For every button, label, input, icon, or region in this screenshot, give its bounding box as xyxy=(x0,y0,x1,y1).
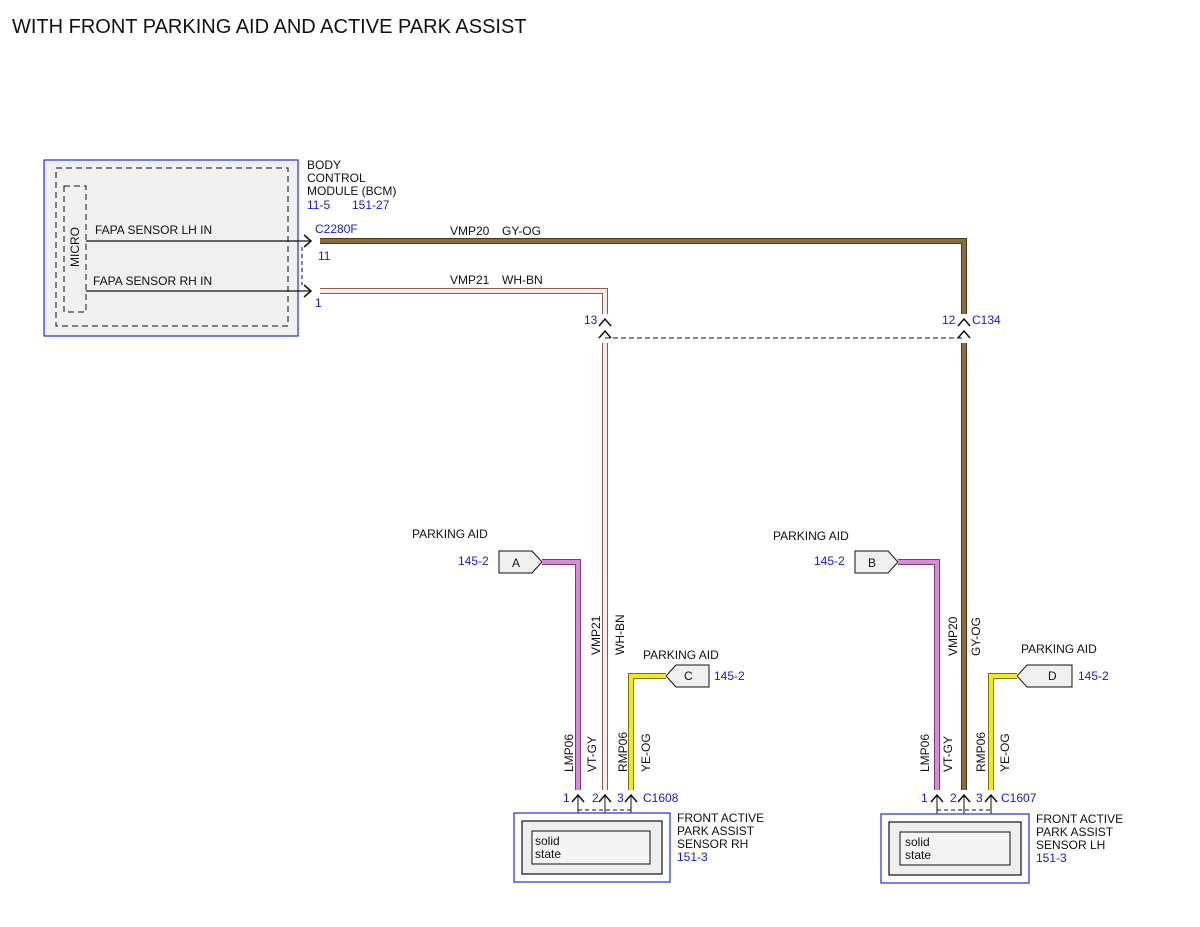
c134-label[interactable]: C134 xyxy=(972,313,1001,327)
bcm-ref-1[interactable]: 11-5 xyxy=(307,198,330,212)
vmp20-vertical-label: VMP20 xyxy=(946,616,960,656)
c134-pin-13-top-icon xyxy=(598,317,612,327)
sensor-rh-name-line2: PARK ASSIST xyxy=(677,824,755,838)
signal-label-lh: FAPA SENSOR LH IN xyxy=(95,223,212,237)
c1607-pin-2: 2 xyxy=(950,791,957,805)
c1608-label[interactable]: C1608 xyxy=(643,791,679,805)
sensor-lh-name-line2: PARK ASSIST xyxy=(1036,825,1114,839)
sensor-lh-inner-line2: state xyxy=(905,848,931,862)
sensor-lh-name-line3: SENSOR LH xyxy=(1036,838,1105,852)
c1607-label[interactable]: C1607 xyxy=(1001,791,1037,805)
c2280f-pin-11: 11 xyxy=(318,249,331,263)
c2280f-pin-1-icon xyxy=(303,284,313,298)
sensor-rh-inner-line2: state xyxy=(535,847,561,861)
wire-vmp20-gy-og[interactable] xyxy=(320,238,967,790)
parking-aid-a-label: PARKING AID xyxy=(412,527,488,541)
parking-aid-d-label: PARKING AID xyxy=(1021,642,1097,656)
c1608-pin-3: 3 xyxy=(617,791,624,805)
parking-aid-d-letter: D xyxy=(1048,669,1057,683)
sensor-rh-ref[interactable]: 151-3 xyxy=(677,850,708,864)
wire-vmp20-color: GY-OG xyxy=(502,224,541,238)
c2280f-pin-1: 1 xyxy=(315,296,322,310)
c134-pin-13: 13 xyxy=(584,313,598,327)
parking-aid-b-connector-icon[interactable] xyxy=(854,550,899,574)
rh-rmp06-label: RMP06 xyxy=(616,732,630,772)
vmp21-vertical-label: VMP21 xyxy=(589,615,603,655)
bcm-name-line3: MODULE (BCM) xyxy=(307,184,396,198)
wire-lh-lmp06-vt-gy[interactable] xyxy=(898,559,940,790)
lh-lmp06-label: LMP06 xyxy=(918,734,932,772)
micro-label: MICRO xyxy=(68,227,82,267)
wire-vmp21-wh-bn[interactable] xyxy=(320,288,608,790)
c1608-pin-2: 2 xyxy=(592,791,599,805)
c134-pin-12-bottom-icon xyxy=(957,329,971,339)
wire-vmp21-color: WH-BN xyxy=(502,273,543,287)
c134-pin-12: 12 xyxy=(942,313,956,327)
c2280f-pin-11-icon xyxy=(303,234,313,248)
lh-rmp06-label: RMP06 xyxy=(974,732,988,772)
c134-pin-13-bottom-icon xyxy=(598,329,612,339)
c2280f-label[interactable]: C2280F xyxy=(315,222,358,236)
wire-lh-rmp06-ye-og[interactable] xyxy=(988,673,1017,790)
whbn-vertical-label: WH-BN xyxy=(613,614,627,655)
parking-aid-c-label: PARKING AID xyxy=(643,648,719,662)
sensor-rh-name-line3: SENSOR RH xyxy=(677,837,748,851)
rh-lmp06-label: LMP06 xyxy=(562,734,576,772)
bcm-name-line1: BODY xyxy=(307,158,341,172)
parking-aid-c-connector-icon[interactable] xyxy=(665,664,710,688)
bcm-module[interactable]: MICRO xyxy=(43,159,299,337)
parking-aid-a-ref[interactable]: 145-2 xyxy=(458,554,489,568)
parking-aid-a-letter: A xyxy=(512,556,520,570)
wire-vmp20-circuit: VMP20 xyxy=(450,224,490,238)
sensor-rh-inner-line1: solid xyxy=(535,834,560,848)
c134-pin-12-top-icon xyxy=(957,317,971,327)
wire-rh-rmp06-ye-og[interactable] xyxy=(628,673,666,790)
sensor-lh-ref[interactable]: 151-3 xyxy=(1036,851,1067,865)
parking-aid-c-ref[interactable]: 145-2 xyxy=(714,669,745,683)
c1608-pin-1: 1 xyxy=(563,791,570,805)
signal-label-rh: FAPA SENSOR RH IN xyxy=(93,274,212,288)
gyog-vertical-label: GY-OG xyxy=(969,617,983,656)
sensor-lh-inner-line1: solid xyxy=(905,835,930,849)
wire-rh-lmp06-vt-gy[interactable] xyxy=(542,559,581,790)
lh-yeog-label: YE-OG xyxy=(998,733,1012,772)
rh-yeog-label: YE-OG xyxy=(639,733,653,772)
parking-aid-d-ref[interactable]: 145-2 xyxy=(1078,669,1109,683)
parking-aid-b-label: PARKING AID xyxy=(773,529,849,543)
sensor-lh-name-line1: FRONT ACTIVE xyxy=(1036,812,1123,826)
lh-vtgy-label: VT-GY xyxy=(941,736,955,772)
wire-vmp21-circuit: VMP21 xyxy=(450,273,490,287)
parking-aid-b-ref[interactable]: 145-2 xyxy=(814,554,845,568)
page-title: WITH FRONT PARKING AID AND ACTIVE PARK A… xyxy=(12,16,527,38)
parking-aid-d-connector-icon[interactable] xyxy=(1016,664,1073,688)
c1607-pin-1: 1 xyxy=(921,791,928,805)
c1607-pin-3: 3 xyxy=(976,791,983,805)
parking-aid-c-letter: C xyxy=(684,669,693,683)
sensor-lh-module[interactable] xyxy=(880,813,1030,884)
sensor-rh-module[interactable] xyxy=(513,812,671,883)
parking-aid-a-connector-icon[interactable] xyxy=(498,550,543,574)
parking-aid-b-letter: B xyxy=(868,556,876,570)
bcm-ref-2[interactable]: 151-27 xyxy=(352,198,390,212)
sensor-rh-name-line1: FRONT ACTIVE xyxy=(677,811,764,825)
rh-vtgy-label: VT-GY xyxy=(585,736,599,772)
bcm-name-line2: CONTROL xyxy=(307,171,366,185)
